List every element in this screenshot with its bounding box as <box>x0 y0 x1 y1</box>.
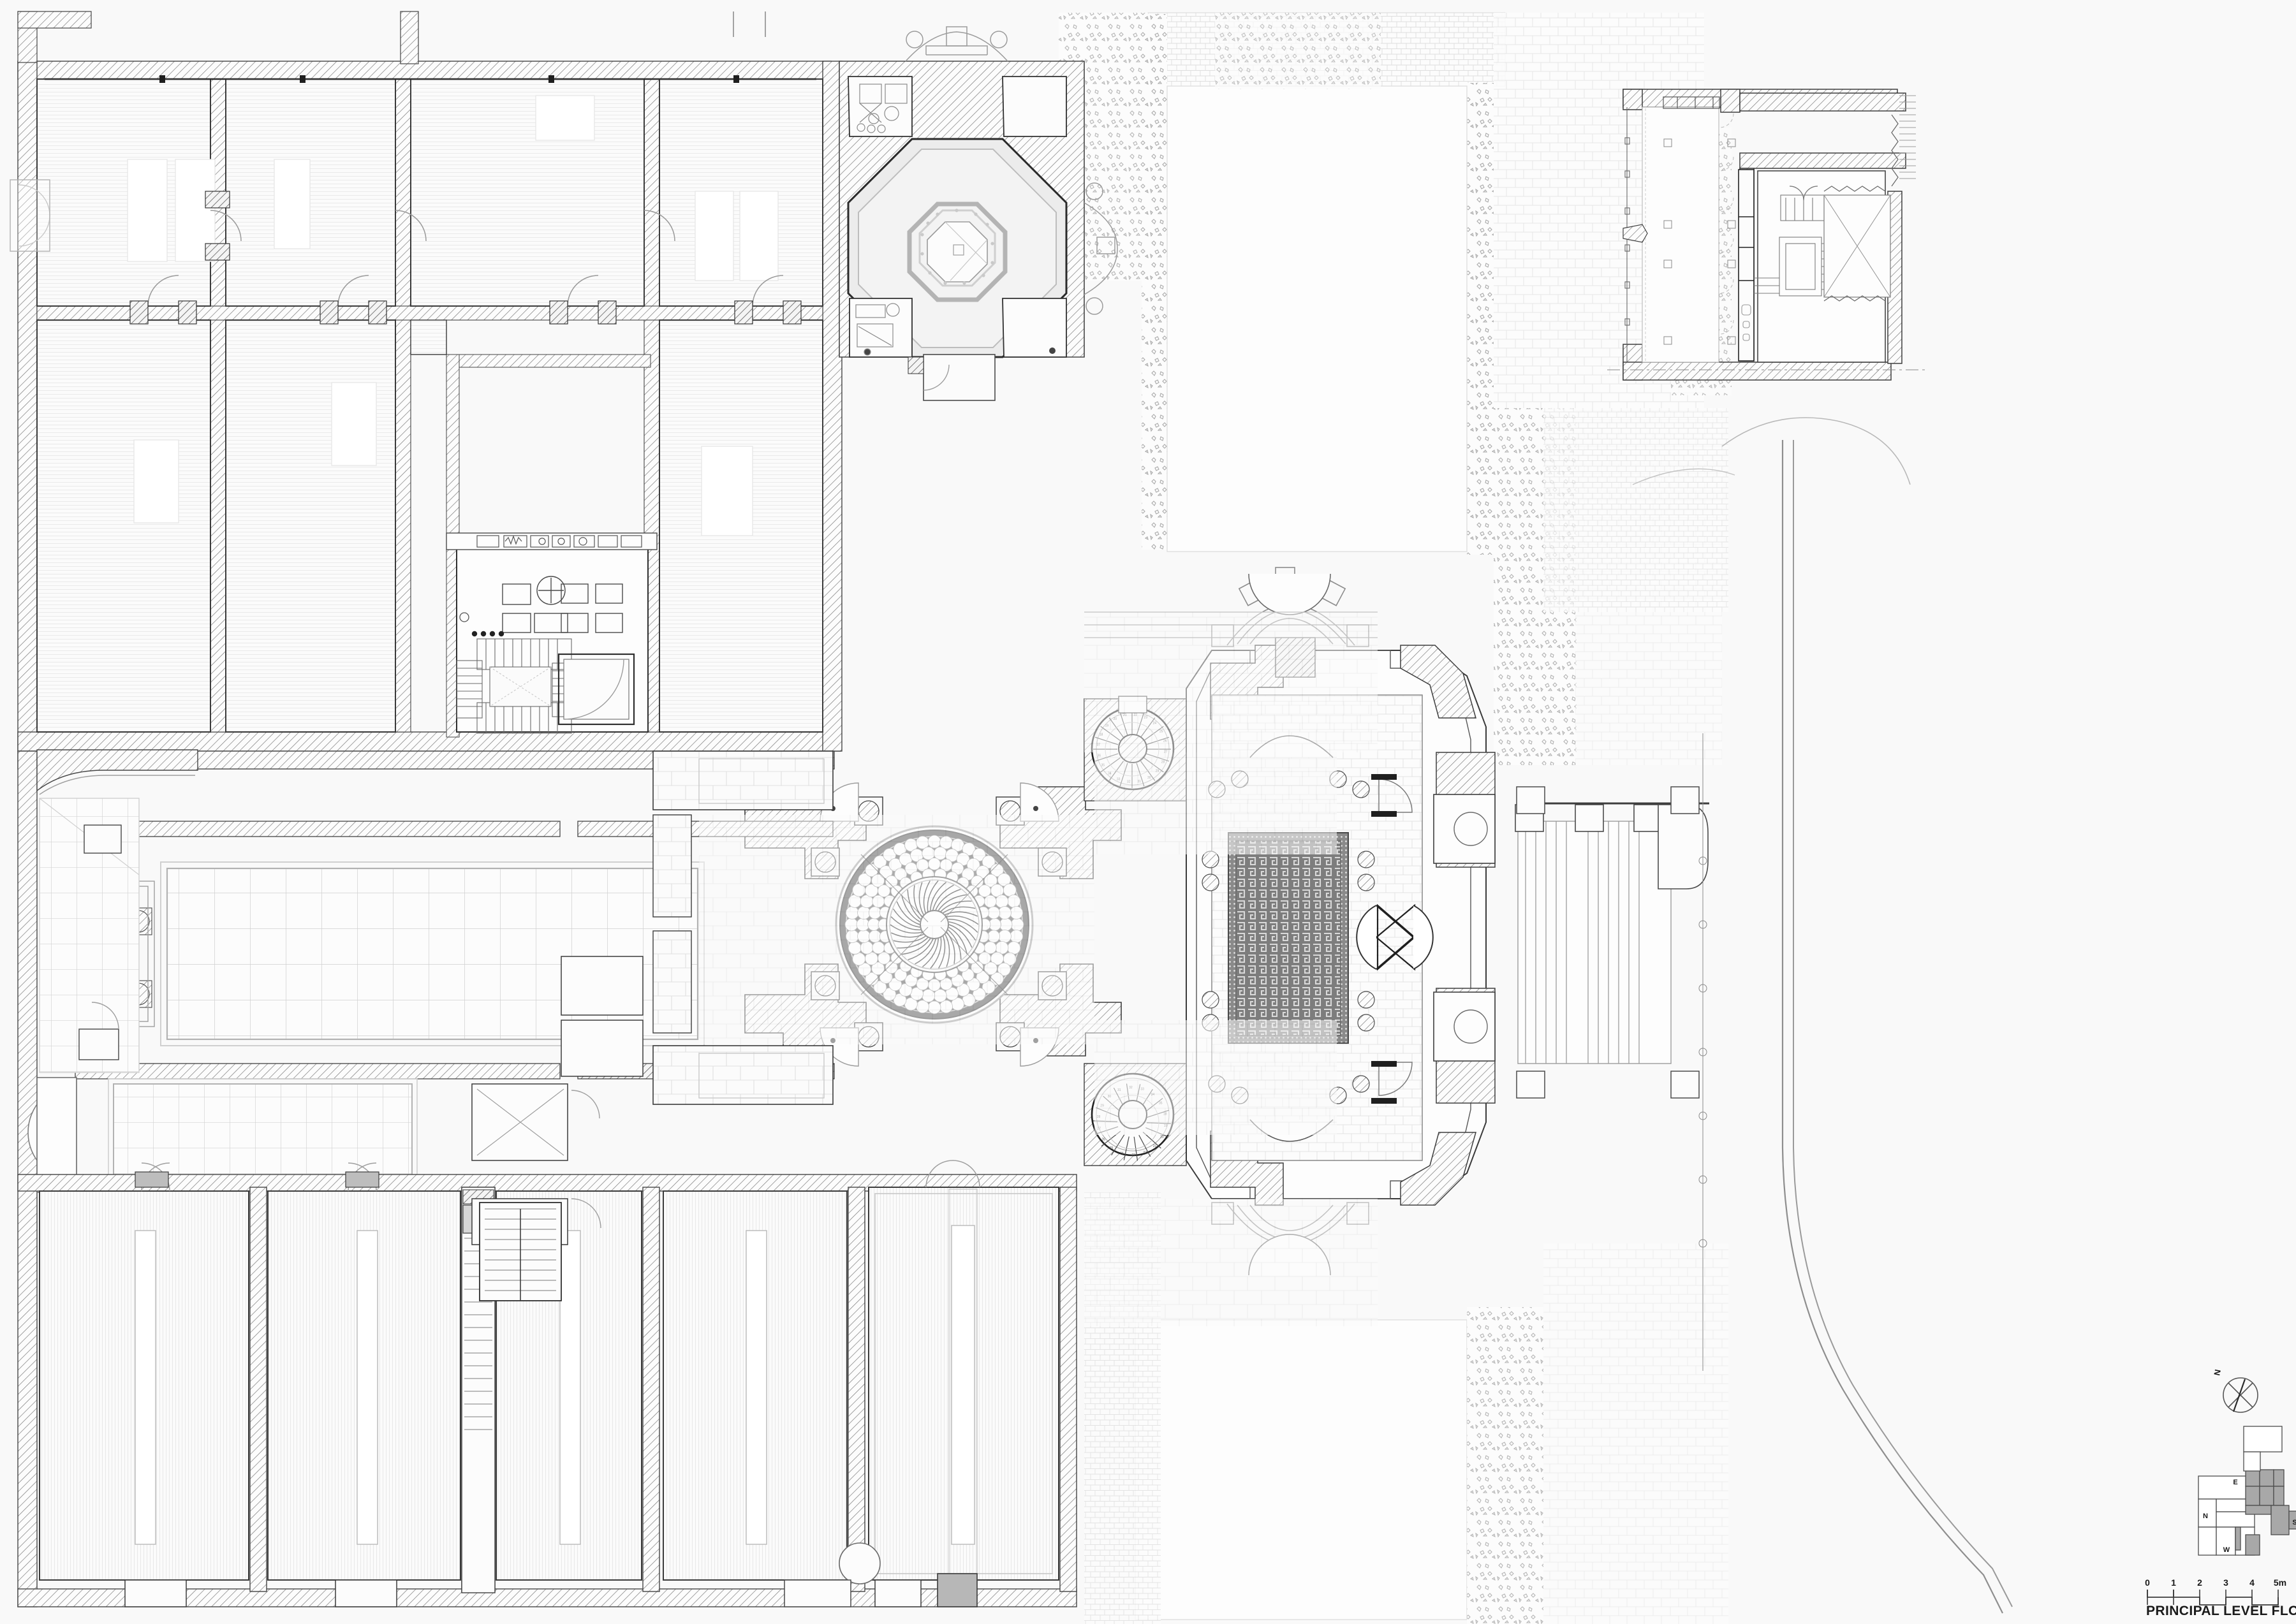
room-fill <box>36 319 211 733</box>
scale-tick-2: 2 <box>2197 1577 2202 1588</box>
octagonal-hall <box>839 26 1118 401</box>
svg-text:23: 23 <box>1131 1153 1135 1157</box>
exterior-elements <box>733 11 1707 1371</box>
scale-tick-4: 4 <box>2249 1577 2255 1588</box>
svg-text:25: 25 <box>1110 1146 1114 1150</box>
site-landscape <box>1059 12 2013 1624</box>
north-arrow-icon: N <box>2212 1368 2258 1413</box>
title-block: N <box>2145 1368 2296 1618</box>
room-fill <box>225 78 396 307</box>
room-fill <box>410 78 645 307</box>
north-arrow-label: N <box>2212 1368 2223 1376</box>
key-plan-label-e: E <box>2233 1479 2237 1486</box>
page-title: PRINCIPAL LEVEL FLOOR PLAN <box>2146 1604 2296 1618</box>
svg-text:24: 24 <box>1120 1152 1124 1155</box>
scale-tick-5: 5m <box>2274 1577 2286 1588</box>
room-fill <box>410 319 447 355</box>
room-fill <box>225 319 396 733</box>
east-terrace-steps <box>1515 802 1709 1064</box>
north-west-galleries <box>10 75 823 733</box>
svg-text:22: 22 <box>1143 1151 1147 1155</box>
svg-text:20: 20 <box>1160 1136 1164 1139</box>
svg-text:26: 26 <box>1101 1138 1105 1141</box>
south-west-stair <box>479 1202 562 1301</box>
key-plan-highlight <box>2235 1469 2296 1556</box>
key-plan: E S N W <box>2198 1426 2296 1556</box>
key-plan-label-w: W <box>2223 1546 2230 1554</box>
scale-tick-3: 3 <box>2223 1577 2228 1588</box>
scale-tick-0: 0 <box>2145 1577 2150 1588</box>
south-halls <box>17 1160 1077 1607</box>
svg-text:21: 21 <box>1153 1145 1157 1148</box>
stone-paving-east <box>1084 612 1378 1326</box>
rotunda-service-rooms <box>652 750 1094 1105</box>
scale-bar: 0 1 2 3 4 5m <box>2145 1577 2286 1606</box>
key-plan-label-n: N <box>2203 1512 2208 1520</box>
scale-tick-1: 1 <box>2171 1577 2176 1588</box>
enlarged-stair-detail-inset <box>1607 89 1926 381</box>
service-stair-and-elevator-core <box>446 532 658 734</box>
key-plan-label-s: S <box>2292 1519 2296 1526</box>
